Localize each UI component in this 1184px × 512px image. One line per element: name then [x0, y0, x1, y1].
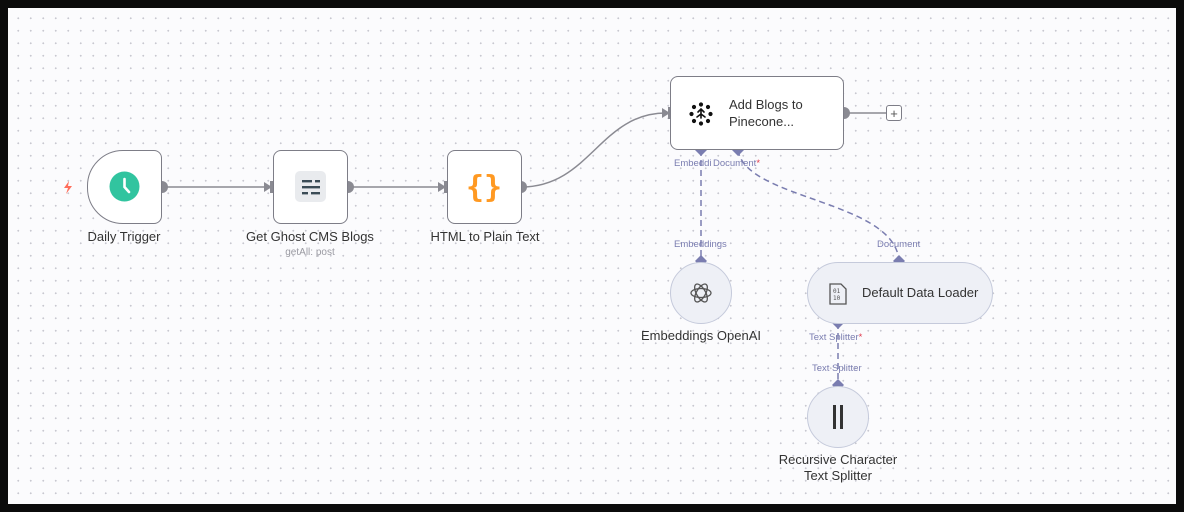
node-subtitle: getAll: post	[285, 247, 335, 258]
openai-icon	[688, 280, 714, 306]
node-get-ghost-cms-blogs[interactable]	[273, 150, 348, 224]
svg-text:10: 10	[833, 295, 841, 302]
node-label: HTML to Plain Text	[430, 229, 540, 244]
port-label-text-splitter: Text Splitter*	[809, 332, 863, 343]
svg-text:01: 01	[833, 288, 841, 295]
node-label-line2: Text Splitter	[804, 468, 872, 483]
node-title: Default Data Loader	[862, 285, 979, 300]
code-braces-icon: {}	[465, 169, 503, 205]
node-label: Embeddings OpenAI	[641, 328, 761, 343]
pinecone-icon	[688, 101, 714, 127]
port-label-splitter-out: Text Splitter	[812, 363, 862, 374]
node-label: Daily Trigger	[87, 229, 161, 244]
node-title-line1: Add Blogs to	[729, 97, 803, 112]
port-label-embeddings-out: Embeddings	[674, 239, 727, 250]
node-label-line1: Recursive Character	[778, 452, 898, 467]
node-recursive-text-splitter[interactable]	[807, 386, 869, 448]
port-label-document-out: Document	[877, 239, 921, 250]
port-label-embedding: Embeddi	[674, 158, 712, 169]
node-html-to-plain-text[interactable]: {}	[447, 150, 522, 224]
node-embeddings-openai[interactable]	[670, 262, 732, 324]
lightning-icon	[61, 179, 75, 195]
workflow-canvas[interactable]	[8, 8, 1176, 504]
node-add-blogs-to-pinecone[interactable]: Add Blogs to Pinecone...	[670, 76, 844, 150]
ghost-icon	[295, 171, 326, 202]
node-label: Get Ghost CMS Blogs	[246, 229, 374, 244]
clock-icon	[109, 171, 140, 202]
node-title-line2: Pinecone...	[729, 114, 795, 129]
node-daily-trigger[interactable]	[87, 150, 162, 224]
port-label-document: Document*	[713, 158, 761, 169]
add-node-button[interactable]: +	[886, 105, 902, 121]
splitter-icon	[828, 403, 848, 431]
